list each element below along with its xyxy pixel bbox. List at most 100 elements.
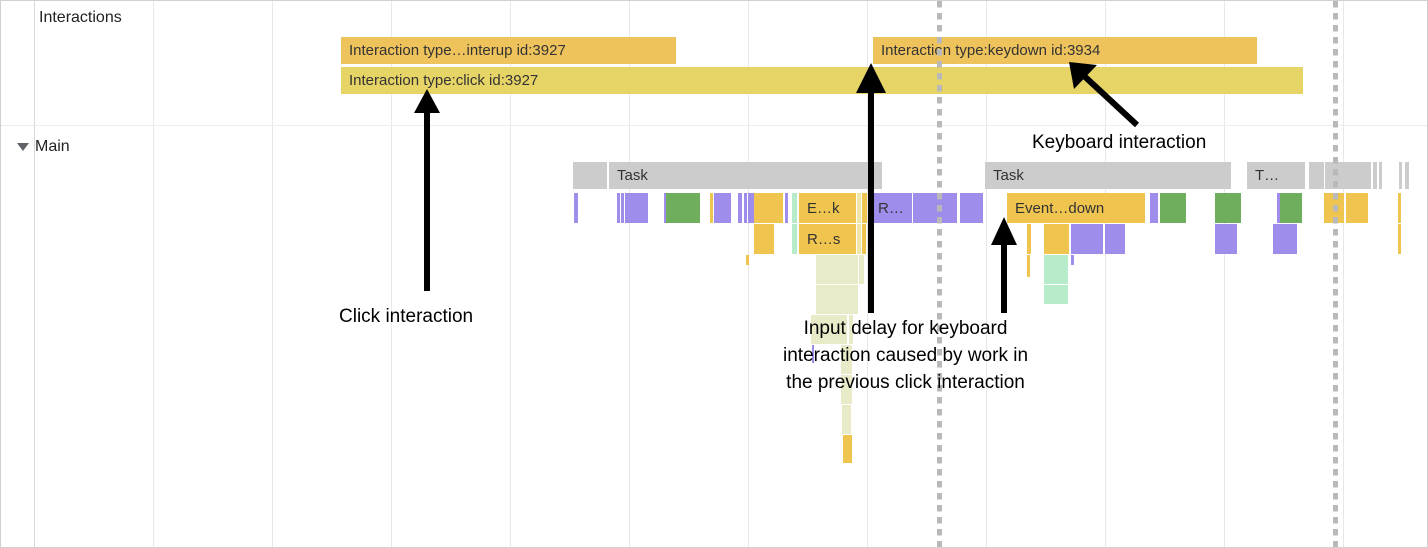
flame-block[interactable] xyxy=(1160,193,1186,223)
track-label-interactions[interactable]: Interactions xyxy=(39,9,122,27)
flame-block[interactable] xyxy=(1280,193,1302,223)
flame-block[interactable] xyxy=(574,193,578,223)
flame-block[interactable] xyxy=(913,193,957,223)
task-bar-2[interactable]: Task xyxy=(985,162,1231,189)
annotation-input-delay-label: Input delay for keyboard interaction cau… xyxy=(783,318,1029,393)
task-bar-3[interactable]: T… xyxy=(1247,162,1305,189)
flame-block[interactable] xyxy=(1215,224,1237,254)
grid-line xyxy=(391,1,392,547)
flame-block[interactable] xyxy=(738,193,742,223)
grid-line xyxy=(510,1,511,547)
flame-block[interactable] xyxy=(862,224,866,254)
interaction-bar-keydown-label: Interaction type:keydown id:3934 xyxy=(881,42,1101,59)
flame-block[interactable] xyxy=(1273,224,1297,254)
flame-gap xyxy=(1186,193,1189,223)
flame-block-run-microtasks-label: R…s xyxy=(807,230,841,248)
flame-block[interactable] xyxy=(816,255,858,284)
interaction-bar-interup-label: Interaction type…interup id:3927 xyxy=(349,42,566,59)
grid-line xyxy=(1343,1,1344,547)
flame-block-event-click[interactable]: E…k xyxy=(799,193,856,223)
interaction-bar-click[interactable]: Interaction type:click id:3927 xyxy=(341,67,1303,94)
flame-block[interactable] xyxy=(857,193,861,223)
flame-block[interactable] xyxy=(617,193,620,223)
flame-block[interactable] xyxy=(1027,224,1031,254)
flame-block[interactable] xyxy=(1277,193,1281,223)
flame-block[interactable] xyxy=(960,193,983,223)
grid-line xyxy=(1224,1,1225,547)
track-label-main[interactable]: Main xyxy=(17,138,70,156)
flame-block[interactable] xyxy=(754,193,783,223)
annotation-click-interaction-label: Click interaction xyxy=(339,306,474,327)
flame-block[interactable] xyxy=(1105,224,1125,254)
flame-block[interactable] xyxy=(849,315,853,344)
flame-block[interactable] xyxy=(746,255,749,265)
flame-block[interactable] xyxy=(1071,224,1103,254)
flame-block[interactable] xyxy=(666,193,700,223)
flame-block[interactable] xyxy=(842,405,851,434)
grid-line xyxy=(867,1,868,547)
flame-block[interactable] xyxy=(841,345,852,374)
flame-block[interactable] xyxy=(1398,224,1401,254)
flame-block[interactable] xyxy=(1044,255,1068,284)
flame-block-r[interactable]: R… xyxy=(870,193,912,223)
task-bar-segment[interactable] xyxy=(1405,162,1409,189)
flame-block[interactable] xyxy=(621,193,624,223)
flame-block[interactable] xyxy=(785,193,788,223)
flame-block[interactable] xyxy=(812,345,814,363)
flame-block[interactable] xyxy=(1027,255,1030,277)
flame-block[interactable] xyxy=(862,193,867,223)
flame-block[interactable] xyxy=(754,224,774,254)
track-label-interactions-text: Interactions xyxy=(39,9,122,26)
grid-line xyxy=(1105,1,1106,547)
timing-marker-line xyxy=(1333,1,1338,547)
grid-line xyxy=(986,1,987,547)
task-bar-segment[interactable] xyxy=(1373,162,1377,189)
flame-block[interactable] xyxy=(1044,224,1069,254)
flame-block[interactable] xyxy=(714,193,731,223)
arrow-click-interaction xyxy=(414,89,440,291)
flame-block[interactable] xyxy=(1044,285,1068,304)
flame-block[interactable] xyxy=(1215,193,1241,223)
flame-block[interactable] xyxy=(1346,193,1368,223)
flame-block[interactable] xyxy=(816,285,858,314)
flame-block[interactable] xyxy=(1398,193,1401,223)
task-bar-1[interactable]: Task xyxy=(609,162,870,189)
task-bar-1-label: Task xyxy=(617,167,648,184)
flame-block[interactable] xyxy=(710,193,713,223)
flame-block[interactable] xyxy=(811,315,847,344)
flame-block[interactable] xyxy=(1071,255,1074,265)
flame-block-r-label: R… xyxy=(878,199,904,217)
flame-block[interactable] xyxy=(857,224,861,254)
flame-block[interactable] xyxy=(1150,193,1158,223)
task-bar-segment[interactable] xyxy=(872,162,882,189)
flame-block-event-keydown[interactable]: Event…down xyxy=(1007,193,1145,223)
flame-block[interactable] xyxy=(744,193,747,223)
task-bar-segment[interactable] xyxy=(1309,162,1324,189)
interaction-bar-interup[interactable]: Interaction type…interup id:3927 xyxy=(341,37,676,64)
flame-block[interactable] xyxy=(843,435,852,463)
task-bar-segment[interactable] xyxy=(1325,162,1371,189)
flame-block[interactable] xyxy=(625,193,648,223)
task-bar-segment[interactable] xyxy=(1399,162,1402,189)
flame-block[interactable] xyxy=(859,255,864,284)
track-divider xyxy=(1,125,1427,126)
gutter-line xyxy=(34,1,35,547)
flame-block[interactable] xyxy=(664,193,667,223)
grid-line xyxy=(153,1,154,547)
chevron-down-icon[interactable] xyxy=(17,142,29,151)
timing-marker-line xyxy=(937,1,942,547)
flame-block[interactable] xyxy=(792,193,797,223)
flame-block-run-microtasks[interactable]: R…s xyxy=(799,224,856,254)
track-label-main-text: Main xyxy=(35,138,70,155)
task-bar-3-label: T… xyxy=(1255,167,1280,184)
flame-block[interactable] xyxy=(748,193,754,223)
grid-line xyxy=(748,1,749,547)
task-bar-2-label: Task xyxy=(993,167,1024,184)
flame-block-event-click-label: E…k xyxy=(807,199,840,217)
flame-block[interactable] xyxy=(841,375,852,404)
interaction-bar-keydown[interactable]: Interaction type:keydown id:3934 xyxy=(873,37,1257,64)
task-bar-segment[interactable] xyxy=(573,162,607,189)
flame-block[interactable] xyxy=(792,224,797,254)
arrow-input-delay-right xyxy=(991,217,1017,313)
task-bar-segment[interactable] xyxy=(1379,162,1382,189)
